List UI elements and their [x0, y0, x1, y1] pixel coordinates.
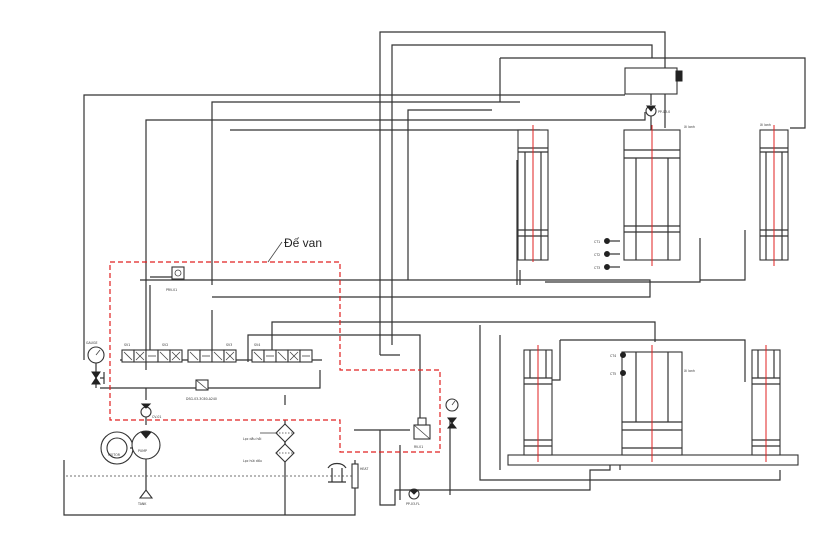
svg-text:Xi lanh: Xi lanh	[684, 125, 695, 129]
cylinder-right-bottom	[751, 345, 781, 462]
pressure-gauge-right	[445, 398, 459, 429]
sensors-top: CT1 CT2 CT3	[594, 238, 620, 270]
pressure-gauge-left: GAUGE	[86, 341, 105, 388]
solenoid-valve-3: SV3	[187, 343, 237, 363]
svg-text:SV2: SV2	[162, 343, 168, 347]
svg-text:CT3: CT3	[594, 266, 600, 270]
svg-text:CT1: CT1	[594, 240, 600, 244]
solenoid-valve-1: SV1	[121, 343, 159, 363]
tank	[63, 460, 356, 516]
solenoid-valve-4: SV4	[251, 343, 313, 363]
valve-base-outline: Đế van	[109, 236, 441, 453]
svg-text:SV3: SV3	[226, 343, 232, 347]
svg-text:Lọc dầu hồi: Lọc dầu hồi	[243, 437, 261, 441]
svg-text:PRV-01: PRV-01	[166, 288, 177, 292]
pump: PUMP	[130, 430, 161, 460]
svg-text:RV-01: RV-01	[414, 445, 423, 449]
svg-text:CT2: CT2	[594, 253, 600, 257]
valve-manifold: SV1 SV2 SV3	[120, 285, 322, 363]
main-valve: DSG-03-3C60-A240	[186, 379, 217, 401]
suction-filter: Lọc hút dầu	[243, 443, 295, 463]
heater: HEAT	[327, 462, 368, 489]
pipe-network	[83, 31, 806, 515]
check-valve-pump: CV-01	[140, 403, 161, 419]
svg-text:GAUGE: GAUGE	[86, 341, 97, 345]
svg-text:TANK: TANK	[137, 502, 147, 506]
pressure-valve: PRV-01	[150, 266, 185, 292]
svg-text:MOTOR: MOTOR	[108, 453, 121, 457]
return-filter: Lọc dầu hồi	[243, 423, 295, 443]
cylinder-right-top: Xi lanh	[759, 123, 789, 266]
accumulator-top: PP-03-0	[624, 67, 683, 130]
svg-text:CV-01: CV-01	[152, 415, 161, 419]
svg-text:Lọc hút dầu: Lọc hút dầu	[243, 459, 262, 463]
suction-strainer: TANK	[137, 489, 154, 506]
svg-text:PP-03-FL: PP-03-FL	[406, 502, 420, 506]
solenoid-valve-2: SV2	[157, 343, 183, 363]
svg-text:PUMP: PUMP	[138, 449, 147, 453]
svg-text:DSG-03-3C60-A240: DSG-03-3C60-A240	[186, 397, 217, 401]
svg-text:Xi lanh: Xi lanh	[760, 123, 771, 127]
svg-text:SV1: SV1	[124, 343, 130, 347]
motor: MOTOR	[100, 431, 134, 465]
check-valve-bottom: PP-03-FL	[406, 488, 420, 506]
svg-text:HEAT: HEAT	[360, 467, 368, 471]
cylinder-left-bottom	[523, 345, 553, 462]
cylinder-base-bottom	[507, 454, 799, 466]
sensors-bottom: CT4 CT5	[610, 352, 626, 376]
svg-text:PP-03-0: PP-03-0	[658, 110, 670, 114]
cylinder-main-bottom: Xi lanh	[621, 345, 695, 462]
svg-text:CT5: CT5	[610, 372, 616, 376]
cylinder-main-top: Xi lanh	[623, 125, 695, 266]
svg-text:Xi lanh: Xi lanh	[684, 369, 695, 373]
relief-valve: RV-01	[413, 417, 431, 449]
valve-base-label: Đế van	[284, 236, 322, 250]
svg-text:CT4: CT4	[610, 354, 616, 358]
svg-text:SV4: SV4	[254, 343, 260, 347]
cylinder-left-top	[517, 125, 549, 262]
